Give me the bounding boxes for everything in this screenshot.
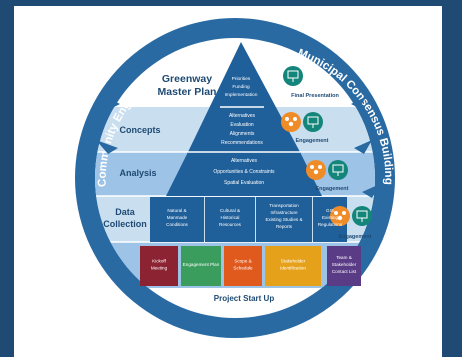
data-cell-text-line: Historical bbox=[221, 215, 240, 220]
analysis-text-line: Alternatives bbox=[231, 158, 258, 164]
presentation-board-icon bbox=[283, 66, 303, 86]
startup-box-text-line: Engagement Plan bbox=[183, 262, 220, 267]
startup-box-text-line: Stakeholder bbox=[332, 262, 357, 267]
startup-box-text-line: Identification bbox=[280, 266, 306, 271]
startup-box-text-line: Team & bbox=[336, 255, 352, 260]
startup-box-text-line: Schedule bbox=[233, 266, 253, 271]
data-cell-text-line: GIS bbox=[326, 208, 334, 213]
band-label-data-1: Data bbox=[115, 207, 136, 217]
label-engagement-3: Engagement bbox=[338, 234, 371, 240]
band-label-analysis: Analysis bbox=[119, 168, 156, 178]
people-icon bbox=[330, 206, 350, 226]
people-icon bbox=[306, 160, 326, 180]
right-frame-bar bbox=[442, 0, 462, 357]
analysis-text-line: Spatial Evaluation bbox=[224, 180, 264, 186]
startup-box-text-line: Scope & bbox=[234, 259, 251, 264]
data-cell-text-line: Regulations bbox=[318, 222, 343, 227]
startup-box-text-line: Stakeholder bbox=[281, 259, 306, 264]
label-final-presentation: Final Presentation bbox=[291, 93, 339, 99]
left-frame-bar bbox=[0, 0, 14, 357]
data-cell-text-line: Natural & bbox=[167, 208, 186, 213]
data-cell-text-line: Cultural & bbox=[220, 208, 240, 213]
arrow-right-1 bbox=[351, 96, 367, 108]
startup-box-2 bbox=[181, 246, 221, 286]
pyramid-analysis bbox=[166, 152, 322, 196]
data-cell-text-line: Existing bbox=[322, 215, 339, 220]
title-line-1: Greenway bbox=[162, 73, 212, 85]
title-line-2: Master Plan bbox=[158, 86, 217, 98]
analysis-text-line: Opportunities & Constraints bbox=[213, 169, 275, 175]
data-cell-3 bbox=[256, 197, 312, 242]
arrow-left-2 bbox=[96, 140, 118, 154]
data-cell-text-line: Manmade bbox=[167, 215, 188, 220]
concepts-text-line: Alternatives bbox=[229, 113, 256, 119]
concepts-text-line: Alignments bbox=[230, 131, 255, 137]
presentation-board-icon bbox=[328, 160, 348, 180]
data-cell-text-line: Conditions bbox=[166, 222, 188, 227]
data-cell-1 bbox=[150, 197, 204, 242]
apex-text-line: Funding bbox=[232, 84, 250, 90]
label-engagement-2: Engagement bbox=[315, 186, 348, 192]
arrow-right-3 bbox=[362, 184, 380, 198]
presentation-board-icon bbox=[352, 206, 372, 226]
data-cell-text-line: Resources bbox=[219, 222, 242, 227]
apex-text-line: Priorities bbox=[232, 76, 251, 82]
startup-box-3 bbox=[224, 246, 262, 286]
base-label: Project Start Up bbox=[214, 294, 275, 303]
band-label-concepts: Concepts bbox=[119, 125, 160, 135]
data-cell-text-line: Infrastructure bbox=[270, 210, 298, 215]
label-engagement-1: Engagement bbox=[295, 138, 328, 144]
data-cell-text-line: Reports bbox=[276, 224, 293, 229]
startup-box-4 bbox=[265, 246, 321, 286]
startup-box-text-line: Kickoff bbox=[152, 259, 166, 264]
arrow-left-1 bbox=[104, 96, 120, 108]
concepts-text-line: Recommendations bbox=[221, 140, 263, 146]
people-icon bbox=[281, 112, 301, 132]
pyramid-top bbox=[188, 42, 300, 152]
data-cell-2 bbox=[205, 197, 255, 242]
band-label-data-2: Collection bbox=[103, 219, 147, 229]
startup-box-text-line: Contact List bbox=[332, 269, 357, 274]
startup-box-5 bbox=[327, 246, 361, 286]
data-cell-text-line: Transportation bbox=[269, 203, 299, 208]
startup-box-1 bbox=[140, 246, 178, 286]
presentation-board-icon bbox=[303, 112, 323, 132]
top-frame-bar bbox=[0, 0, 462, 6]
startup-box-text-line: Meeting bbox=[151, 266, 168, 271]
apex-text-line: Implementation bbox=[225, 92, 258, 98]
arrow-right-2 bbox=[354, 140, 372, 154]
data-cell-text-line: Existing Studies & bbox=[265, 217, 302, 222]
concepts-text-line: Evaluation bbox=[230, 122, 254, 128]
